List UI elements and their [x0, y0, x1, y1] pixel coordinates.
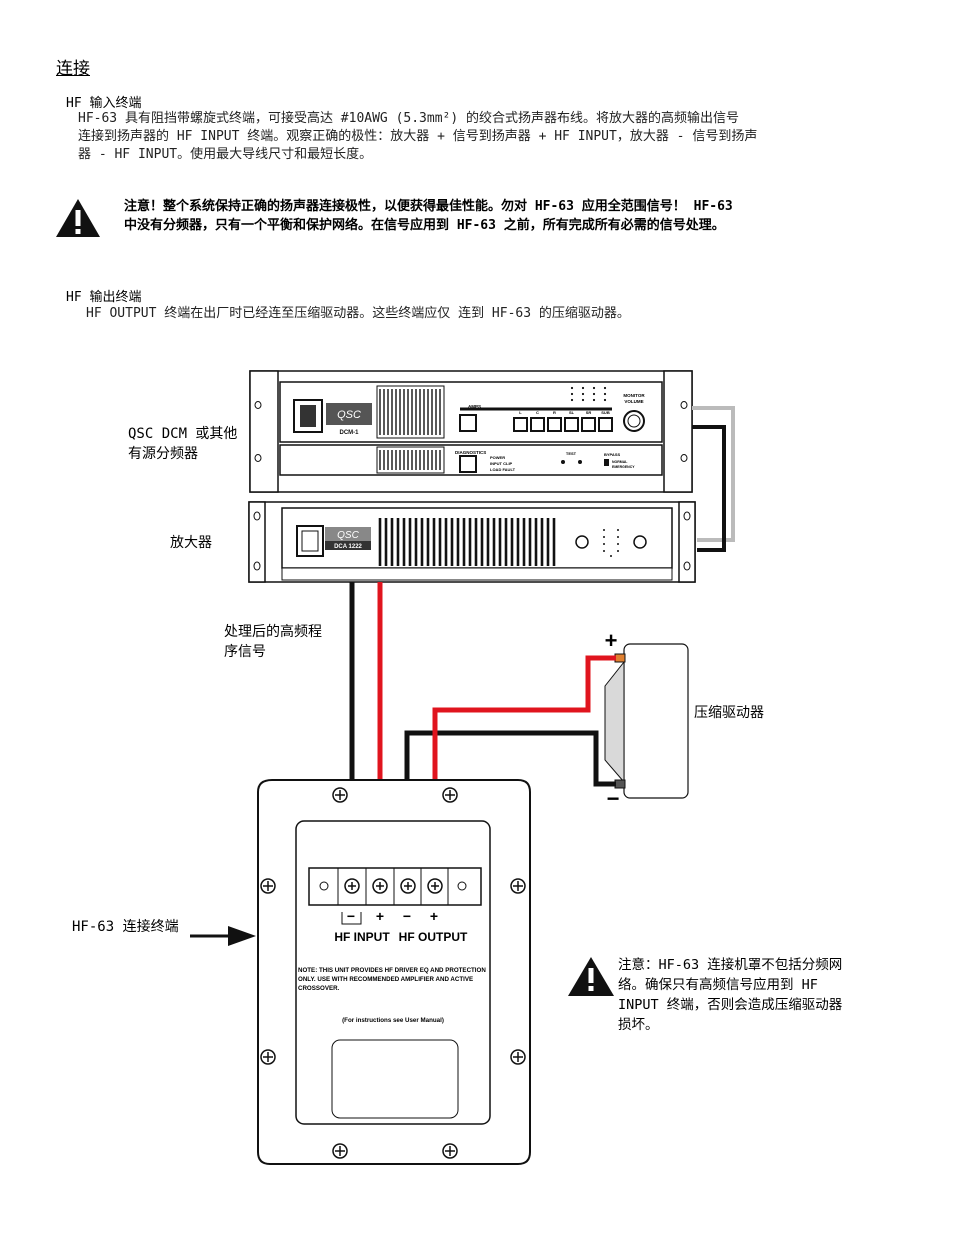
page-title: 连接: [56, 59, 90, 79]
caution-line: 损坏。: [618, 1017, 659, 1033]
terminal-sign: +: [430, 908, 438, 924]
caution-line: 中没有分频器，只有一个平衡和保护网络。在信号应用到 HF-63 之前，所有完成所…: [124, 218, 725, 233]
terminal-sign: −: [347, 908, 355, 924]
led-dot: [603, 386, 607, 390]
led-dot: [570, 398, 574, 402]
bypass-label: BYPASS: [604, 452, 620, 457]
channel-label: R: [553, 410, 556, 415]
led-dot: [603, 392, 607, 396]
normal-label: NORMAL: [612, 460, 628, 464]
caution-text-2: 注意：HF-63 连接机罩不包括分频网 络。确保只有高频信号应用到 HF INP…: [618, 955, 842, 1035]
input-clip-label: INPUT CLIP: [490, 461, 513, 466]
driver-label: 压缩驱动器: [694, 705, 764, 721]
dcm-crossover-unit: QSC DCM-1 L C R SL SR SUB AMPS MONITOR VOLUME…: [249, 370, 693, 493]
hf-input-paragraph: HF-63 具有阻挡带螺旋式终端，可接受高达 #10AWG (5.3mm²) 的…: [78, 110, 757, 164]
crossover-label-line: 有源分频器: [128, 446, 198, 462]
amplifier-label: 放大器: [170, 535, 212, 551]
led-dot: [570, 386, 574, 390]
volume-label: VOLUME: [624, 399, 643, 404]
test-label: TEST: [566, 451, 577, 456]
warning-icon-2: [568, 957, 614, 996]
hf-input-line: 器 - HF INPUT。使用最大导线尺寸和最短长度。: [78, 147, 373, 162]
led-dot: [581, 398, 585, 402]
terminal-sign: −: [403, 908, 411, 924]
note-line: NOTE: THIS UNIT PROVIDES HF DRIVER EQ AN…: [298, 967, 486, 974]
dcm-brand: QSC: [337, 409, 361, 421]
terminal-sign: +: [376, 908, 384, 924]
emergency-label: EMERGENCY: [612, 465, 635, 469]
load-fault-label: LOAD FAULT: [490, 467, 516, 472]
channel-label: SR: [586, 410, 592, 415]
amps-label: AMPS: [468, 404, 481, 409]
caution-line: INPUT 终端，否则会造成压缩驱动器: [618, 997, 843, 1013]
led-dot: [592, 392, 596, 396]
hf-output-paragraph: HF OUTPUT 终端在出厂时已经连至压缩驱动器。这些终端应仅 连到 HF-6…: [86, 306, 630, 321]
channel-button: [547, 417, 562, 432]
channel-button: [513, 417, 528, 432]
channel-button: [598, 417, 613, 432]
led-dot: [581, 386, 585, 390]
hf-input-terminal-label: HF INPUT: [334, 930, 390, 944]
signal-label: 处理后的高频程 序信号: [224, 622, 322, 662]
led-dot: [592, 386, 596, 390]
channel-button: [581, 417, 596, 432]
led-dot: [581, 392, 585, 396]
driver-minus: −: [607, 786, 620, 811]
channel-button: [564, 417, 579, 432]
caution-line: 注意：HF-63 连接机罩不包括分频网: [618, 957, 843, 973]
led-dot: [603, 398, 607, 402]
hf-input-line: HF-63 具有阻挡带螺旋式终端，可接受高达 #10AWG (5.3mm²) 的…: [78, 111, 740, 126]
warning-icon: [54, 197, 102, 243]
driver-plus: +: [605, 628, 618, 653]
hf-input-heading: HF 输入终端: [66, 96, 142, 111]
diagnostics-label: DIAGNOSTICS: [455, 450, 486, 455]
channel-label: C: [536, 410, 539, 415]
crossover-label: QSC DCM 或其他 有源分频器: [128, 424, 237, 464]
note-line: CROSSOVER.: [298, 985, 340, 992]
note-line: ONLY. USE WITH RECOMMENDED AMPLIFIER AND…: [298, 976, 473, 983]
amp-brand: QSC: [337, 530, 359, 541]
led-dot: [570, 392, 574, 396]
hf63-terminal-plate: − + − + HF INPUT HF OUTPUT NOTE: THIS UN…: [257, 779, 531, 1165]
compression-driver: + −: [604, 628, 689, 811]
power-label: POWER: [490, 455, 505, 460]
terminal-hole: [319, 881, 329, 891]
crossover-label-line: QSC DCM 或其他: [128, 426, 238, 442]
signal-label-line: 处理后的高频程: [224, 624, 322, 640]
channel-label: L: [519, 410, 522, 415]
dcm-model: DCM-1: [340, 430, 360, 436]
hf-input-line: 连接到扬声器的 HF INPUT 终端。观察正确的极性：放大器 + 信号到扬声器…: [78, 129, 758, 144]
caution-line: 络。确保只有高频信号应用到 HF: [618, 977, 818, 993]
hf-output-terminal-label: HF OUTPUT: [399, 930, 468, 944]
caution-text-1: 注意！整个系统保持正确的扬声器连接极性，以便获得最佳性能。勿对 HF-63 应用…: [124, 197, 733, 235]
instructions-text: (For instructions see User Manual): [342, 1017, 444, 1024]
channel-button: [530, 417, 545, 432]
terminal-label: HF-63 连接终端: [72, 919, 179, 935]
channel-label: SUB: [601, 410, 610, 415]
vent-grille: [376, 446, 445, 474]
caution-line: 注意！整个系统保持正确的扬声器连接极性，以便获得最佳性能。勿对 HF-63 应用…: [124, 199, 733, 214]
vent-grille: [376, 385, 445, 439]
led-dot: [592, 398, 596, 402]
amp-model: DCA 1222: [334, 544, 362, 550]
monitor-label: MONITOR: [623, 393, 645, 398]
channel-label: SL: [569, 410, 575, 415]
signal-label-line: 序信号: [224, 644, 266, 660]
hf-output-heading: HF 输出终端: [66, 290, 142, 305]
amplifier-unit: QSC DCA 1222: [248, 501, 696, 583]
terminal-hole: [457, 881, 467, 891]
